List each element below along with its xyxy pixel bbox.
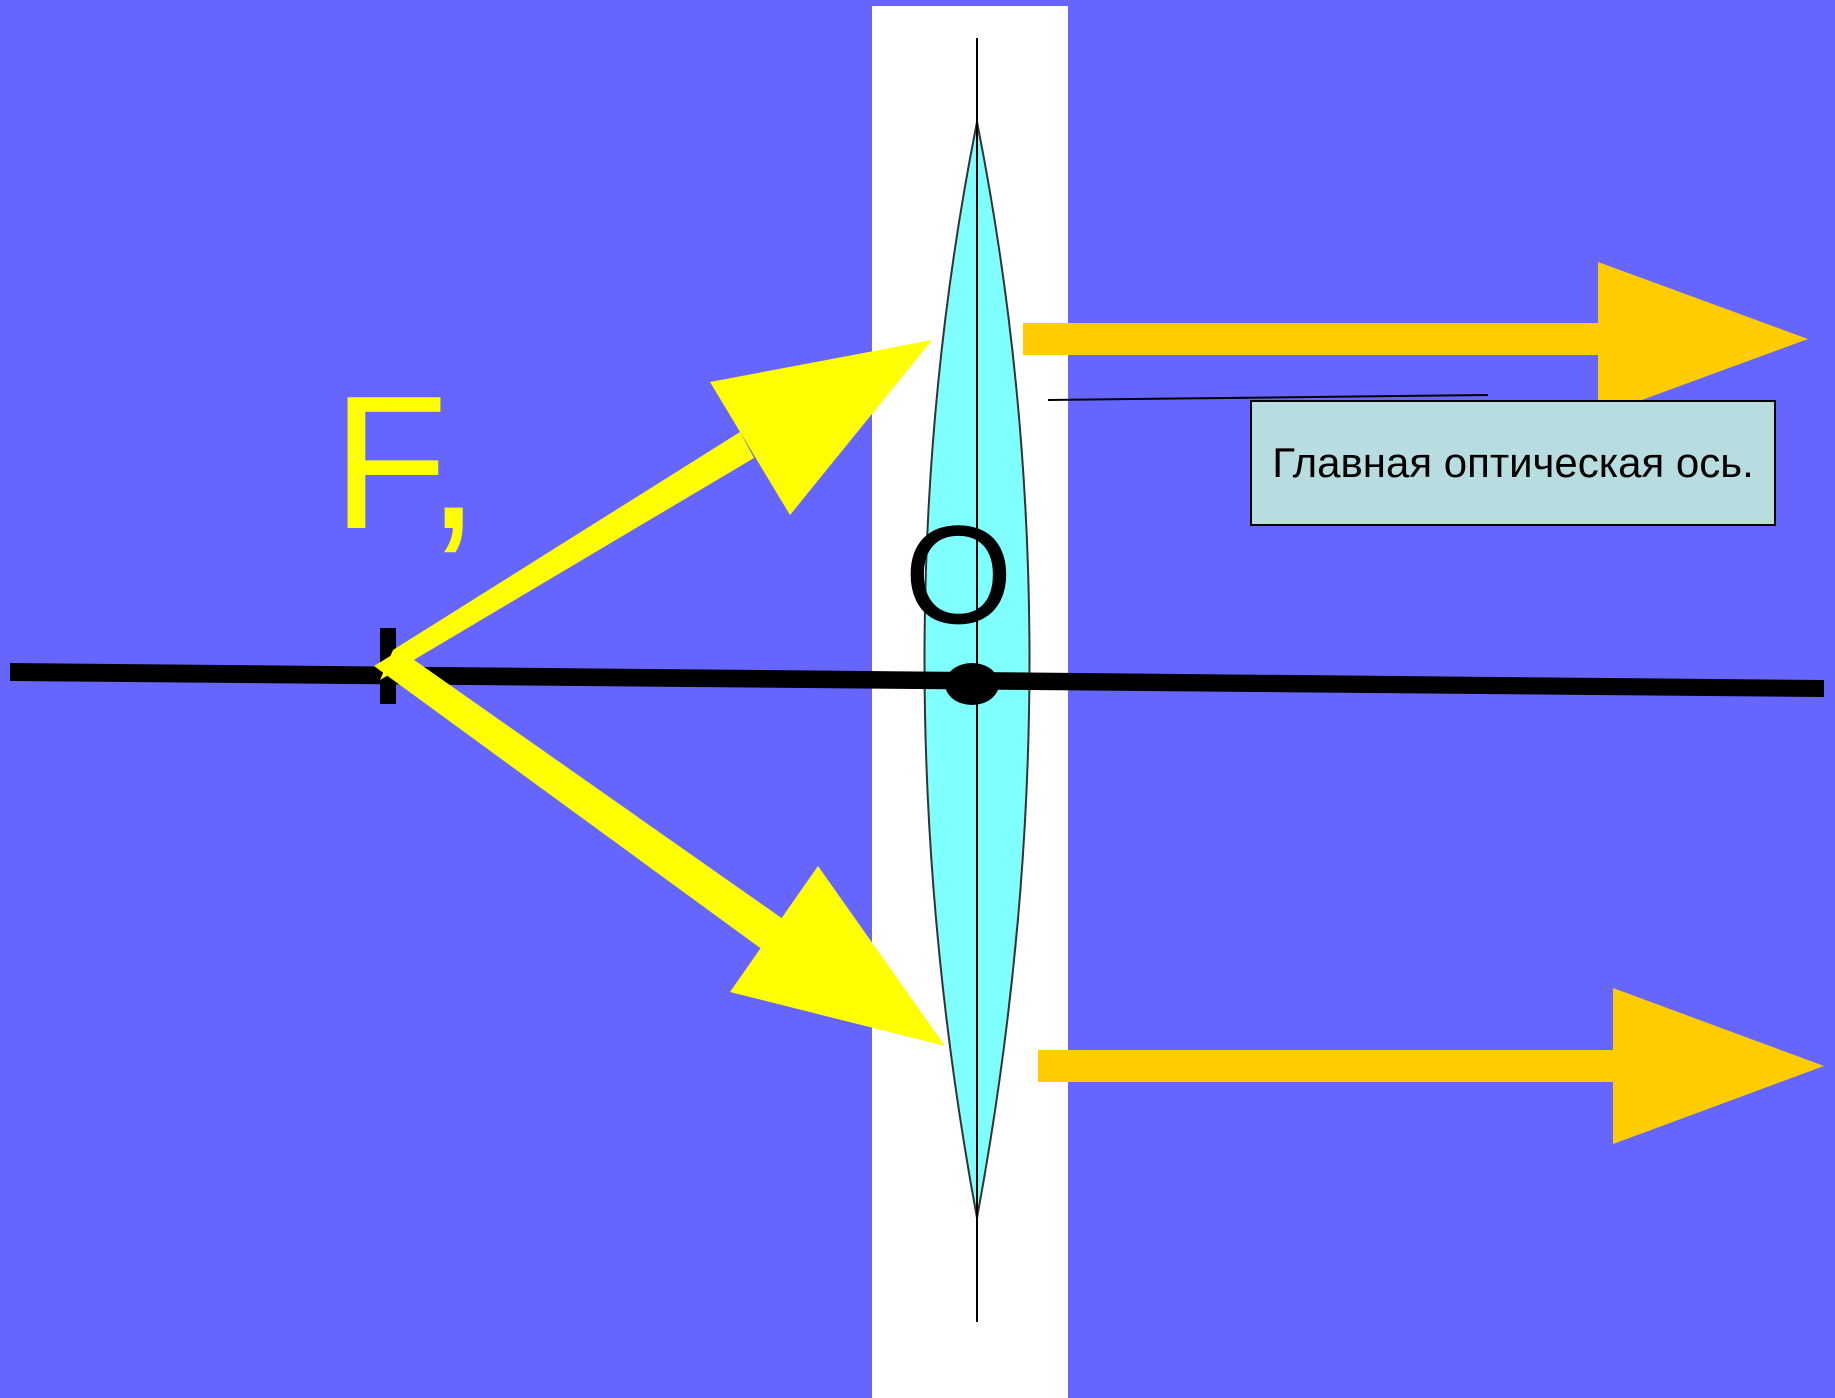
principal-axis-callout: Главная оптическая ось. [1250, 400, 1776, 526]
principal-optical-axis [10, 663, 1824, 697]
incident-ray-lower-arrowhead [730, 866, 945, 1046]
principal-axis-callout-text: Главная оптическая ось. [1272, 439, 1754, 486]
incident-ray-upper-arrowhead [710, 340, 932, 515]
refracted-ray-lower-arrowhead [1613, 988, 1824, 1144]
incident-ray-upper [380, 432, 754, 680]
optical-center-dot [945, 663, 999, 705]
callout-leader-line [1047, 394, 1489, 401]
refracted-ray-upper [1023, 323, 1603, 355]
focus-label: F, [332, 357, 480, 569]
incident-ray-lower [374, 650, 800, 961]
refracted-ray-lower [1038, 1050, 1618, 1082]
refracted-ray-upper-arrowhead [1598, 262, 1808, 416]
optical-center-label: O [904, 496, 1013, 653]
